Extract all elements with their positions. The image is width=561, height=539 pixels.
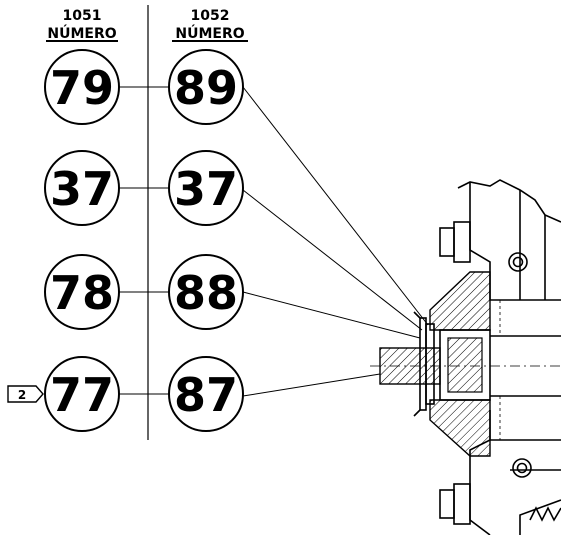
row-1: 79 89 — [44, 49, 244, 125]
leader-line-4 — [242, 373, 381, 397]
column-1-code: 1051 — [63, 8, 102, 24]
lower-bolt-head — [439, 489, 455, 519]
row-4: 77 87 — [44, 356, 244, 432]
part-bubble-1051 — [44, 356, 120, 432]
leader-line-3 — [242, 291, 421, 339]
part-number-1052: 37 — [174, 162, 238, 216]
part-bubble-1052 — [168, 150, 244, 226]
row-2: 37 37 — [44, 150, 244, 226]
part-number-1051: 77 — [50, 368, 114, 422]
lower-fastener-core — [516, 462, 528, 474]
leader-line-1 — [242, 86, 429, 326]
mechanical-assembly — [370, 179, 561, 536]
hub-core-section — [447, 337, 483, 393]
reference-number: 2 — [18, 388, 26, 402]
part-number-1052: 89 — [174, 61, 238, 115]
column-2-label: NÚMERO — [175, 24, 244, 42]
part-number-1052: 88 — [174, 266, 238, 320]
part-number-1051: 79 — [50, 61, 114, 115]
spacer — [425, 323, 435, 405]
reference-arrow-icon — [7, 385, 44, 403]
leader-lines — [242, 86, 429, 397]
part-number-1051: 78 — [50, 266, 114, 320]
part-number-1051: 37 — [50, 162, 114, 216]
column-2-code: 1052 — [191, 8, 230, 24]
part-bubble-1051 — [44, 150, 120, 226]
upper-bolt-flange — [453, 221, 471, 263]
lower-bolt-flange — [453, 483, 471, 525]
upper-bolt-head — [439, 227, 455, 257]
part-number-1052: 87 — [174, 368, 238, 422]
column-1-label: NÚMERO — [47, 24, 116, 42]
lower-flange-section — [429, 399, 491, 457]
lower-fastener-icon — [512, 458, 532, 478]
upper-fastener-icon — [508, 252, 528, 272]
upper-flange-section — [429, 271, 491, 331]
part-bubble-1052 — [168, 356, 244, 432]
row-3: 78 88 — [44, 254, 244, 330]
reference-marker: 2 — [7, 385, 44, 403]
part-bubble-1051 — [44, 254, 120, 330]
leader-line-2 — [242, 189, 423, 331]
snap-ring-tabs — [413, 311, 421, 417]
upper-fastener-core — [512, 256, 524, 268]
part-bubble-1051 — [44, 49, 120, 125]
gear-body — [519, 499, 561, 535]
housing-top-edge — [457, 179, 561, 223]
